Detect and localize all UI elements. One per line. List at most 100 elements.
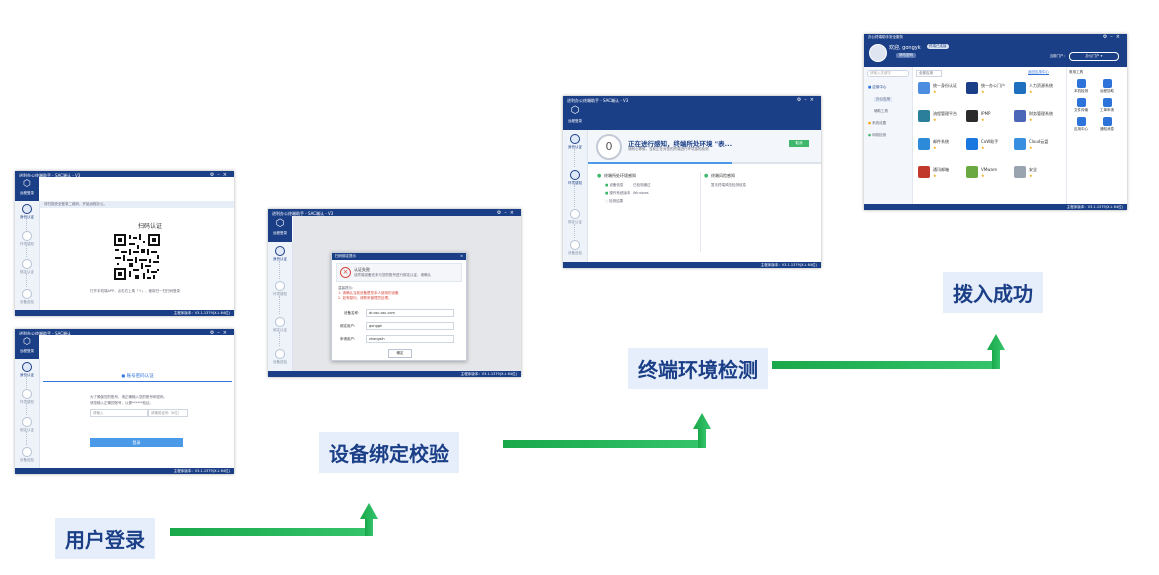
- tool-label: 工单申请: [1100, 108, 1114, 112]
- app-name: 人力资源系统: [1029, 83, 1053, 88]
- cancel-button[interactable]: 取消: [789, 140, 809, 147]
- env-check-window: 进利办公终端助手 - SAC端认 - V3 ⚙–× ⬡远程登录 身份认证 环境感…: [563, 96, 821, 268]
- title-bar: 进利办公终端助手 - SAC端认 ⚙–×: [15, 329, 234, 336]
- avatar[interactable]: [869, 44, 887, 62]
- arrow-1: [170, 503, 378, 536]
- app-icon: [918, 82, 930, 94]
- risk-desc: 暂无终端风险检测信息: [711, 183, 746, 187]
- tool-item[interactable]: 文件传输: [1070, 98, 1092, 113]
- tool-item[interactable]: 应用中心: [1070, 117, 1092, 132]
- field-label-device: 设备名称:: [344, 311, 360, 315]
- search-input[interactable]: 请输入关键字: [867, 70, 909, 77]
- star-icon[interactable]: ★: [981, 117, 985, 122]
- star-icon[interactable]: ★: [1029, 173, 1033, 178]
- star-icon[interactable]: ★: [981, 89, 985, 94]
- portal-select[interactable]: 办公门户 ▾: [1069, 52, 1119, 61]
- tool-label: 文件传输: [1074, 108, 1088, 112]
- tab-all-apps[interactable]: 全部应用: [916, 70, 942, 77]
- star-icon[interactable]: ★: [981, 145, 985, 150]
- sidebar-item-apps[interactable]: ■ 应用中心: [868, 85, 887, 89]
- window-controls[interactable]: ⚙–×: [1102, 34, 1123, 40]
- ok-button[interactable]: 确定: [388, 349, 412, 358]
- scan-progress-fill: [588, 162, 733, 164]
- tool-item[interactable]: 本机检测: [1070, 79, 1092, 94]
- tool-item[interactable]: 通知消息: [1096, 117, 1118, 132]
- star-icon[interactable]: ★: [933, 145, 937, 150]
- app-name: 安全: [1029, 167, 1037, 172]
- star-icon[interactable]: ★: [1029, 89, 1033, 94]
- stage-label-device-bind: 设备绑定校验: [319, 432, 459, 473]
- version-bar: 主程序版本：V3.1.1379(X.L 64位): [864, 204, 1127, 210]
- shield-icon: ●: [597, 173, 602, 179]
- dialog-close-icon[interactable]: ×: [460, 254, 463, 258]
- portal-header: 办公终端助手安全服务 ⚙–× 欢迎, gongyk 终端已连接 修改密码 当前门…: [864, 34, 1127, 67]
- app-icon: [1014, 82, 1026, 94]
- login-desc-2: 请您输入正确的账号，以便******验证。: [90, 401, 153, 405]
- window-controls[interactable]: ⚙–×: [496, 210, 517, 216]
- login-desc-1: 为了确保您的账号，请正确输入您的账号和密码。: [90, 395, 167, 399]
- score-ring: 0: [596, 134, 622, 160]
- star-icon[interactable]: ★: [1029, 117, 1033, 122]
- back-to-center-link[interactable]: 返回应用中心: [1028, 70, 1049, 74]
- star-icon[interactable]: ★: [933, 89, 937, 94]
- window-controls[interactable]: ⚙–×: [796, 97, 817, 103]
- tools-divider: [1066, 67, 1067, 204]
- window-title: 进利办公终端助手 - SAC端认 - V3: [272, 211, 334, 216]
- step-identity: 身份认证: [20, 362, 34, 378]
- app-name: IPMP: [981, 111, 991, 116]
- step-identity: 身份认证: [568, 134, 582, 150]
- env-item-0: ■ 设备信息: [605, 183, 624, 187]
- qr-code[interactable]: [113, 233, 161, 281]
- apply-user-field[interactable]: zhangsih: [366, 335, 454, 343]
- version-bar: 主程序版本：V3.1.1379(X.L 64位): [563, 262, 821, 268]
- device-name-field[interactable]: dr.osc.osc.com: [366, 309, 454, 317]
- portal-label: 当前门户：: [1049, 54, 1068, 58]
- sidebar-item-tools[interactable]: 辅助工具: [874, 109, 888, 113]
- app-icon: [918, 166, 930, 178]
- title-bar: 进利办公终端助手 - SAC端认 - V3 ⚙–×: [563, 96, 821, 103]
- sidebar-item-network[interactable]: ● 网络检测: [868, 133, 887, 137]
- sidebar-item-settings[interactable]: ● 系统设置: [868, 121, 887, 125]
- scan-headline: 正在进行感知，终端所处环境 "表...: [628, 140, 733, 148]
- alert-title: 认证失败: [354, 267, 370, 272]
- stage-label-env-check: 终端环境检测: [628, 348, 768, 389]
- app-icon: [966, 138, 978, 150]
- tool-icon: [1102, 79, 1112, 88]
- arrow-3: [772, 334, 1005, 369]
- stage-label-login: 用户登录: [55, 518, 155, 559]
- section-divider: [700, 172, 701, 252]
- app-logo: ⬡远程登录: [15, 335, 39, 359]
- version-bar: 主程序版本：V3.1.1379(X.L 64位): [15, 468, 234, 474]
- star-icon[interactable]: ★: [933, 117, 937, 122]
- app-name: Cloud云盘: [1029, 139, 1049, 144]
- tab-account[interactable]: ◼ 账号密码认证: [43, 373, 232, 382]
- app-icon: [966, 110, 978, 122]
- star-icon[interactable]: ★: [981, 173, 985, 178]
- status-badge: 终端已连接: [927, 44, 949, 49]
- tool-label: 通知消息: [1100, 127, 1114, 131]
- bound-user-field[interactable]: gonggk: [366, 322, 454, 330]
- sidebar-item-office[interactable]: 办公应用: [874, 97, 892, 102]
- env-item-2: ○ 检测结果: [605, 199, 624, 203]
- tool-icon: [1076, 98, 1086, 107]
- chevron-down-icon: ▾: [1100, 54, 1103, 58]
- star-icon[interactable]: ★: [933, 173, 937, 178]
- env-item-1: ■ 操作系统版本: [605, 191, 631, 195]
- window-controls[interactable]: ⚙–×: [209, 330, 230, 336]
- arrow-2: [503, 413, 711, 448]
- app-name: 邮件系统: [933, 139, 949, 144]
- field-label-apply: 申请用户:: [340, 337, 356, 341]
- alert-box: × 认证失败 该终端设备还未与您的账号进行绑定认证，请确认: [336, 263, 462, 282]
- code-input[interactable]: 请输验证码（6位）: [148, 409, 188, 417]
- change-password-button[interactable]: 修改密码: [896, 53, 916, 58]
- app-logo: ⬡远程登录: [268, 216, 292, 242]
- tool-item[interactable]: 远程协助: [1096, 79, 1118, 94]
- username-input[interactable]: 请输入: [90, 409, 148, 417]
- step-env: 环境感知: [568, 170, 582, 186]
- tool-item[interactable]: 工单申请: [1096, 98, 1118, 113]
- version-bar: 主程序版本：V3.1.1379(X.L 64位): [268, 371, 521, 377]
- title-bar: 进利办公终端助手 - SAC端认 - V3 ⚙–×: [15, 171, 234, 178]
- star-icon[interactable]: ★: [1029, 145, 1033, 150]
- login-button[interactable]: 登录: [90, 438, 183, 447]
- window-controls[interactable]: ⚙–×: [209, 172, 230, 178]
